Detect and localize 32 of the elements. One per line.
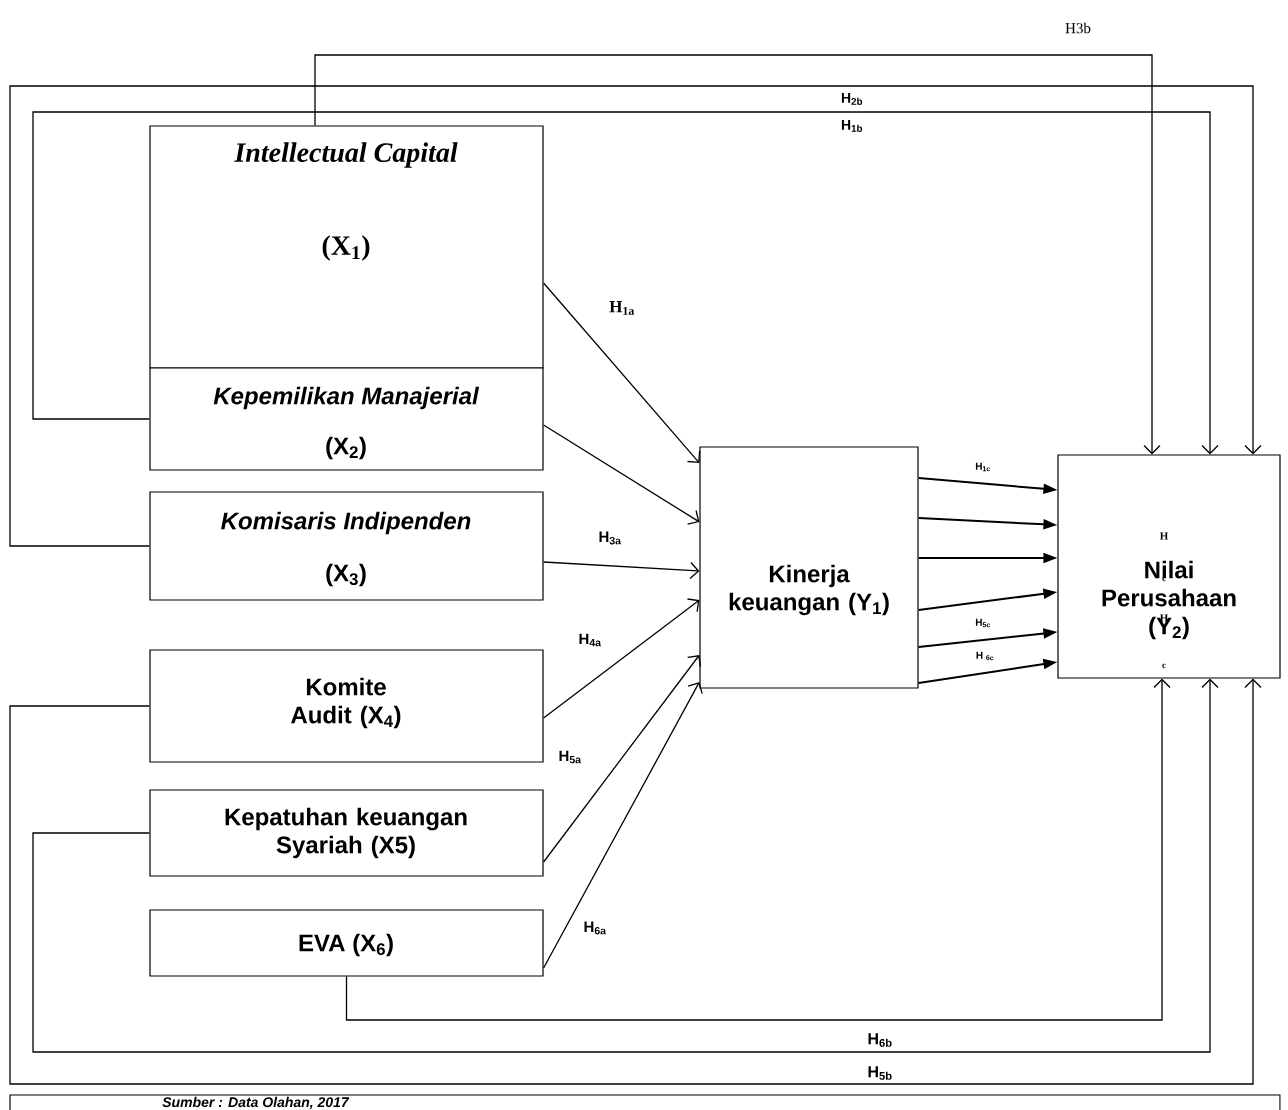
variable-box: Kepatuhan keuangan Syariah (X5) (149, 789, 544, 877)
edge-label: H$_{5c}$ (974, 617, 992, 629)
arrow (542, 682, 703, 969)
edge-label: H $_{6c}$ (974, 650, 996, 662)
arrow (542, 561, 700, 580)
hypothesis-label: c (1162, 663, 1166, 669)
edge-label: H$_{4a}$ (577, 632, 603, 648)
edge-label: H$_{1a}$ (608, 300, 636, 316)
variable-box: Kinerja keuangan (Y$_{1}$) (699, 446, 919, 689)
arrow (542, 655, 702, 863)
arrow (345, 678, 1171, 1021)
variable-box: Komite Audit (X$_{4}$) (149, 649, 544, 763)
caption: Sumber : Data Olahan, 2017 (162, 1096, 350, 1110)
edge-label: H$_{1c}$ (974, 461, 992, 473)
arrow (9, 85, 1262, 547)
edge-label: H$_{3a}$ (597, 530, 623, 546)
hypothesis-label: H (1159, 532, 1169, 540)
edge-label: H$_{5a}$ (557, 749, 583, 765)
arrow (542, 598, 700, 719)
arrow (32, 111, 1219, 455)
hypothesis-label: H$_{5b}$ (868, 1066, 892, 1080)
hypothesis-label: H$_{6b}$ (868, 1033, 892, 1047)
edge-label: H$_{6a}$ (582, 920, 608, 936)
arrow (542, 424, 700, 525)
hypothesis-label: H$_{2b}$ (841, 93, 863, 105)
arrow (542, 282, 701, 463)
hypothesis-label: H$_{1b}$ (841, 120, 863, 132)
variable-box: EVA (X$_{6}$) (149, 909, 544, 977)
arrow (314, 54, 1161, 455)
hypothesis-label: H3b (1065, 22, 1091, 34)
variable-box: Kepemilikan Manajerial (X$_{2}$) (149, 367, 544, 471)
variable-box: Komisaris Indipenden (X$_{3}$) (149, 491, 544, 601)
